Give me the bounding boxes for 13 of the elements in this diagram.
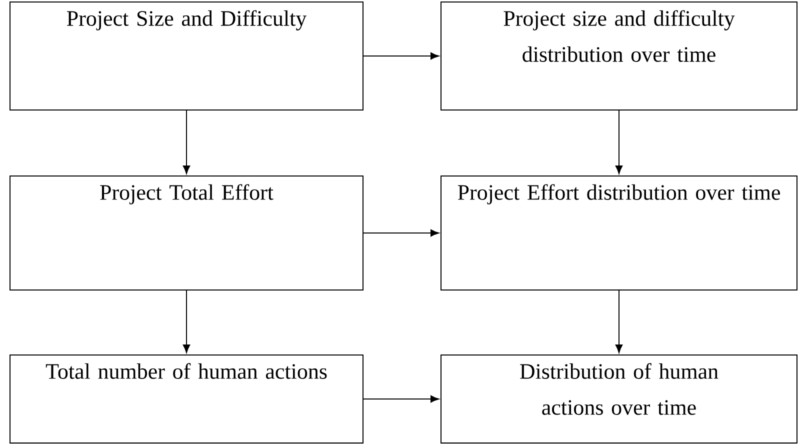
arrow — [615, 110, 623, 174]
arrow — [363, 395, 440, 403]
arrow — [615, 290, 623, 354]
arrow — [182, 290, 190, 354]
arrow — [182, 110, 190, 174]
arrow — [363, 52, 440, 60]
process-box: Project Size and Difficulty — [10, 2, 364, 110]
process-box: Project Total Effort — [10, 176, 364, 290]
process-box: Total number of human actions — [10, 354, 364, 444]
process-box: Project Effort distribution over time — [440, 176, 798, 290]
process-box: Distribution of human actions over time — [440, 354, 798, 444]
arrow — [363, 229, 440, 237]
process-box: Project size and difficulty distribution over time — [440, 2, 798, 110]
